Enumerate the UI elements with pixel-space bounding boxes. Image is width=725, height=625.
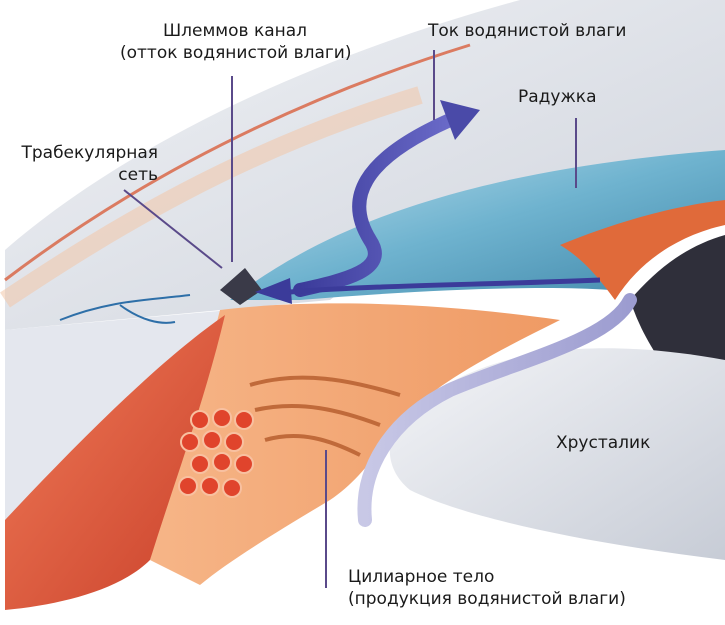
label-ciliary-line2: (продукция водянистой влаги) [348, 589, 626, 609]
label-schlemm-line2: (отток водянистой влаги) [120, 43, 352, 63]
ciliary-processes [249, 375, 401, 457]
lens [389, 348, 725, 560]
aqueous-return-line [289, 277, 601, 295]
flow-arrowhead-up [440, 100, 480, 140]
label-trabecular-line1: Трабекулярная [21, 143, 158, 163]
flow-arrowhead-left [255, 278, 292, 304]
iris-pigment [560, 200, 725, 300]
label-ciliary-line1: Цилиарное тело [348, 567, 495, 587]
label-schlemm-canal: Шлеммов канал (отток водянистой влаги) [120, 20, 352, 64]
label-schlemm-line1: Шлеммов канал [162, 21, 308, 41]
aqueous-flow-arrow [293, 113, 457, 297]
ciliary-body [150, 303, 560, 585]
ciliary-muscle [5, 315, 225, 610]
lens-capsule [357, 293, 637, 527]
label-trabecular-meshwork: Трабекулярная сеть [0, 142, 158, 186]
cornea [5, 0, 725, 330]
label-trabecular-line2: сеть [118, 165, 158, 185]
ciliary-cells [178, 408, 254, 498]
label-lens: Хрусталик [556, 433, 651, 453]
cornea-edge [4, 43, 471, 282]
label-aqueous-flow: Ток водянистой влаги [428, 21, 627, 41]
label-iris: Радужка [518, 87, 597, 107]
trabecular-meshwork [220, 268, 262, 305]
iris [230, 150, 725, 300]
label-ciliary-body: Цилиарное тело (продукция водянистой вла… [348, 566, 626, 610]
blood-vessel [59, 294, 191, 324]
sclera [5, 310, 230, 520]
leader-lines [123, 50, 577, 588]
cornea-stroma [0, 86, 423, 308]
